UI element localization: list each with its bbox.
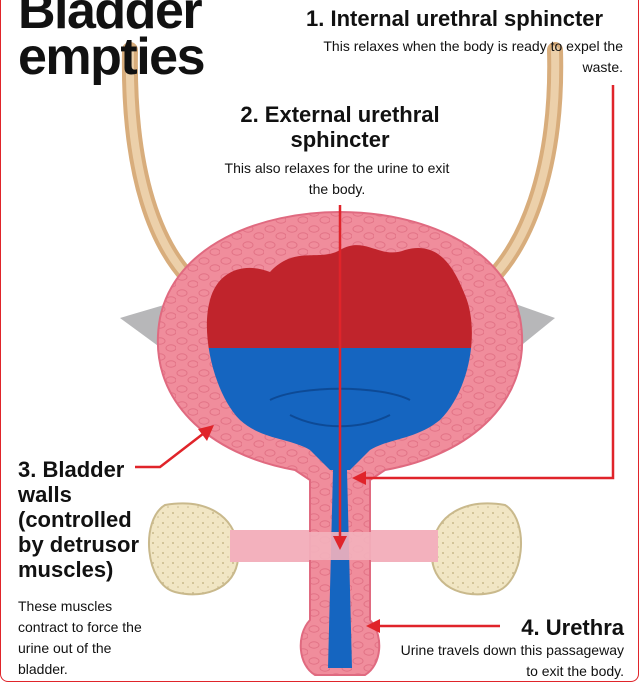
label-3-text: These muscles contract to force the urin… xyxy=(18,596,148,680)
label-1-heading: 1. Internal urethral sphincter xyxy=(306,6,603,31)
label-4-heading: 4. Urethra xyxy=(440,615,624,640)
label-1-text: This relaxes when the body is ready to e… xyxy=(288,36,623,78)
label-3-heading: 3. Bladder walls (controlled by detrusor… xyxy=(18,457,158,582)
label-4-text: Urine travels down this passageway to ex… xyxy=(392,640,624,682)
right-pelvic-bone xyxy=(370,503,521,594)
label-2-text: This also relaxes for the urine to exit … xyxy=(222,158,452,200)
label-2-heading: 2. External urethral sphincter xyxy=(220,102,460,152)
left-pelvic-bone xyxy=(149,503,310,594)
diagram-title: Bladder empties xyxy=(18,0,204,80)
